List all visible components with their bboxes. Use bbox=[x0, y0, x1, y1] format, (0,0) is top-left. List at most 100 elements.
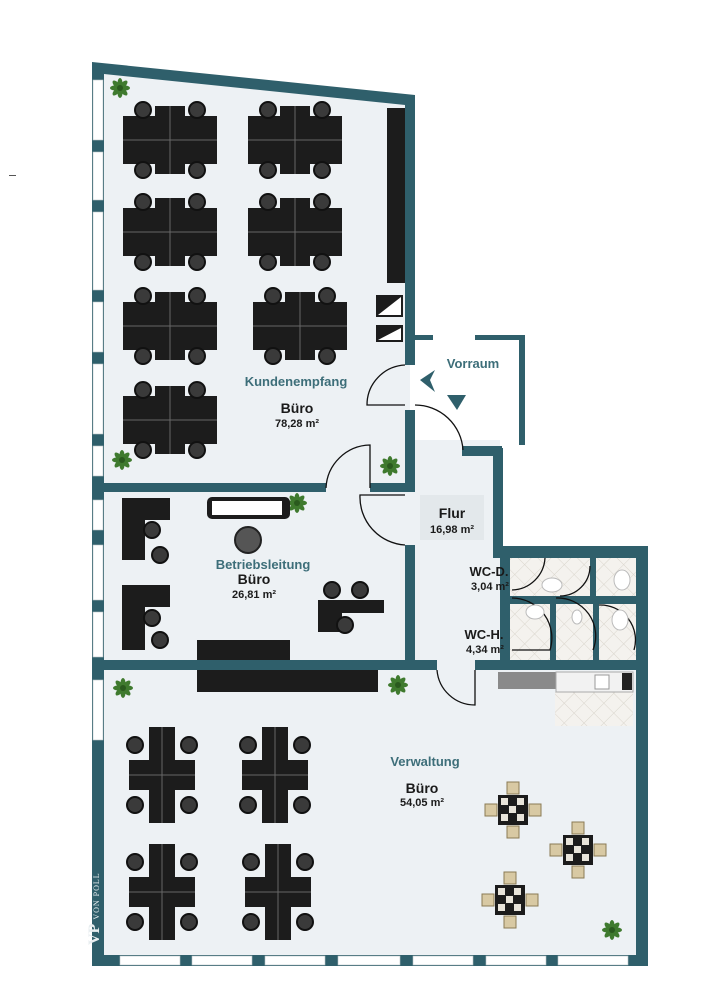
dining-chair bbox=[506, 825, 520, 839]
toilet-icon bbox=[611, 609, 629, 631]
chair bbox=[336, 616, 354, 634]
desk-cluster bbox=[129, 727, 195, 823]
dining-chair bbox=[549, 843, 563, 857]
dining-chair bbox=[484, 803, 498, 817]
chair bbox=[323, 581, 341, 599]
place-setting bbox=[506, 896, 513, 903]
desk-divider bbox=[123, 106, 217, 174]
desk-cluster bbox=[253, 292, 347, 360]
chair bbox=[259, 101, 277, 119]
place-setting bbox=[509, 806, 516, 813]
chair bbox=[126, 736, 144, 754]
room-name-flur: Flur bbox=[438, 505, 466, 521]
room-area-verwaltung: 54,05 m² bbox=[399, 797, 445, 809]
desk-divider bbox=[123, 386, 217, 454]
chair bbox=[351, 581, 369, 599]
desk-cluster bbox=[248, 198, 342, 266]
chair bbox=[134, 441, 152, 459]
chair bbox=[188, 101, 206, 119]
chair bbox=[143, 521, 161, 539]
round-table bbox=[234, 526, 262, 554]
chair bbox=[188, 253, 206, 271]
chair bbox=[180, 736, 198, 754]
dining-chair bbox=[503, 915, 517, 929]
chair bbox=[293, 796, 311, 814]
room-name-wc-h: WC-H. bbox=[464, 627, 504, 642]
dining-chair bbox=[593, 843, 607, 857]
desk-cluster bbox=[248, 106, 342, 174]
chair bbox=[242, 853, 260, 871]
chair bbox=[126, 913, 144, 931]
flur-label-box bbox=[420, 495, 484, 540]
desk-divider bbox=[248, 198, 342, 266]
desk-divider bbox=[242, 727, 308, 823]
desk-divider bbox=[253, 292, 347, 360]
plant-icon bbox=[113, 678, 133, 698]
cabinet-row bbox=[197, 640, 290, 660]
chair bbox=[134, 287, 152, 305]
room-name-vorraum: Vorraum bbox=[446, 356, 500, 371]
kitchen-counter bbox=[498, 672, 556, 689]
desk-cluster bbox=[129, 844, 195, 940]
chair bbox=[242, 913, 260, 931]
chair bbox=[296, 853, 314, 871]
place-setting bbox=[582, 854, 589, 861]
chair bbox=[259, 193, 277, 211]
chair bbox=[134, 101, 152, 119]
plant-icon bbox=[287, 493, 307, 513]
place-setting bbox=[498, 888, 505, 895]
chair bbox=[134, 253, 152, 271]
stove-icon bbox=[622, 673, 632, 690]
chair bbox=[313, 161, 331, 179]
chair bbox=[188, 381, 206, 399]
dining-table bbox=[484, 781, 542, 839]
room-name-betriebsleitung: Betriebsleitung bbox=[215, 557, 311, 572]
executive-desk bbox=[318, 600, 384, 632]
plant-center bbox=[294, 500, 300, 506]
logo-mark: VP bbox=[86, 923, 103, 945]
plant-center bbox=[395, 682, 401, 688]
chair bbox=[259, 161, 277, 179]
dining-chair bbox=[481, 893, 495, 907]
desk-l-shape bbox=[122, 585, 170, 650]
chair bbox=[239, 796, 257, 814]
chair bbox=[296, 913, 314, 931]
desk-cluster bbox=[123, 198, 217, 266]
room-name-wc-d: WC-D. bbox=[469, 564, 509, 579]
chair bbox=[126, 853, 144, 871]
chair bbox=[239, 736, 257, 754]
furniture bbox=[110, 78, 634, 940]
place-setting bbox=[566, 854, 573, 861]
desk-cluster bbox=[245, 844, 311, 940]
desk-l-shape bbox=[122, 498, 170, 560]
place-setting bbox=[514, 888, 521, 895]
plant-icon bbox=[388, 675, 408, 695]
place-setting bbox=[514, 904, 521, 911]
plant-center bbox=[120, 685, 126, 691]
desk-cluster bbox=[242, 727, 308, 823]
chair bbox=[134, 193, 152, 211]
room-area-betriebsleitung: 26,81 m² bbox=[231, 589, 277, 601]
dining-chair bbox=[571, 865, 585, 879]
chair bbox=[313, 193, 331, 211]
plant-center bbox=[119, 457, 125, 463]
room-type-betriebsleitung: Büro bbox=[237, 571, 271, 587]
desk-divider bbox=[123, 198, 217, 266]
chair bbox=[134, 381, 152, 399]
plant-icon bbox=[112, 450, 132, 470]
chair bbox=[151, 546, 169, 564]
chair bbox=[126, 796, 144, 814]
chair bbox=[264, 347, 282, 365]
plant-icon bbox=[110, 78, 130, 98]
chair bbox=[188, 441, 206, 459]
desk-divider bbox=[123, 292, 217, 360]
room-name-kundenempfang: Kundenempfang bbox=[244, 374, 348, 389]
desk-cluster bbox=[123, 292, 217, 360]
chair bbox=[188, 193, 206, 211]
storage-box-mark bbox=[378, 328, 401, 340]
chair bbox=[188, 347, 206, 365]
dining-chair bbox=[506, 781, 520, 795]
dining-chair bbox=[525, 893, 539, 907]
place-setting bbox=[574, 846, 581, 853]
